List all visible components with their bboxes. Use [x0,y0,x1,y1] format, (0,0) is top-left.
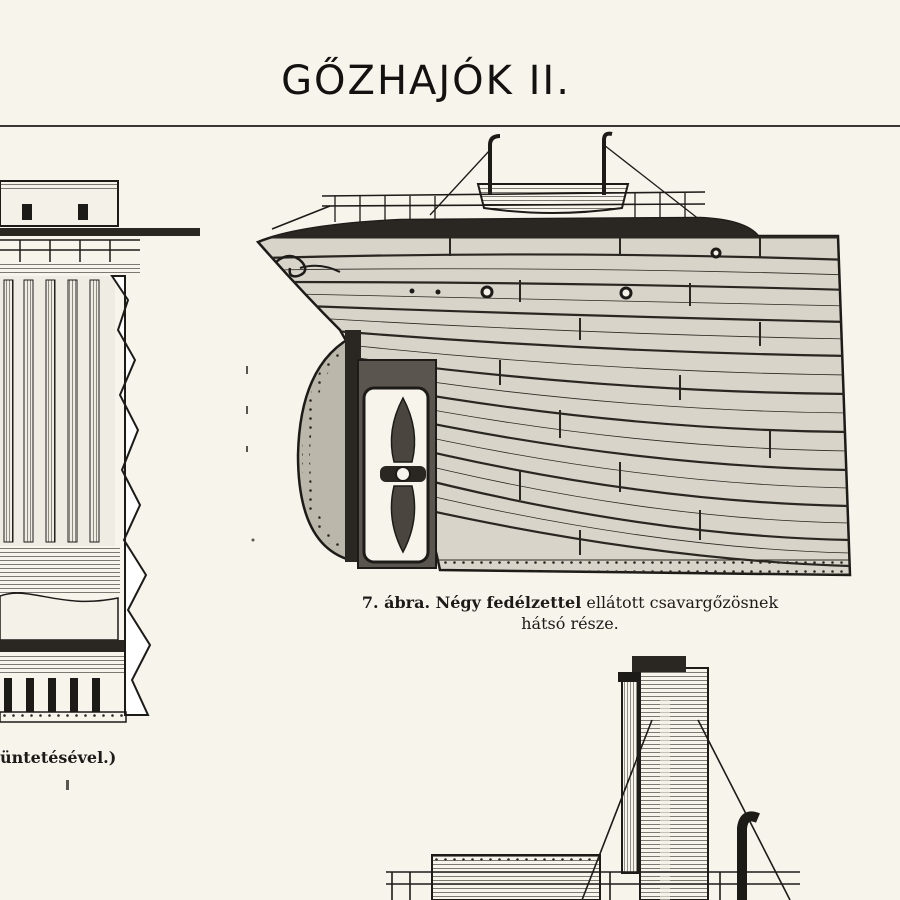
figure-7-caption-line2: hátsó része. [521,614,619,633]
figure-7-caption-label: 7. ábra. Négy fedélzettel [361,593,582,612]
margin-marks [66,366,255,790]
figure-7-caption-rest: ellátott csavargőzösnek [581,593,779,612]
figure-6-caption-fragment: üntetésével.) [0,748,117,767]
figure-7-caption: 7. ábra. Négy fedélzettel ellátott csava… [270,592,870,634]
header-rule [0,125,900,127]
figure-7-engraving [255,131,852,577]
figure-6-engraving [0,180,200,723]
plate-title: GŐZHAJÓK II. [281,58,571,104]
figure-8-engraving [386,656,800,900]
